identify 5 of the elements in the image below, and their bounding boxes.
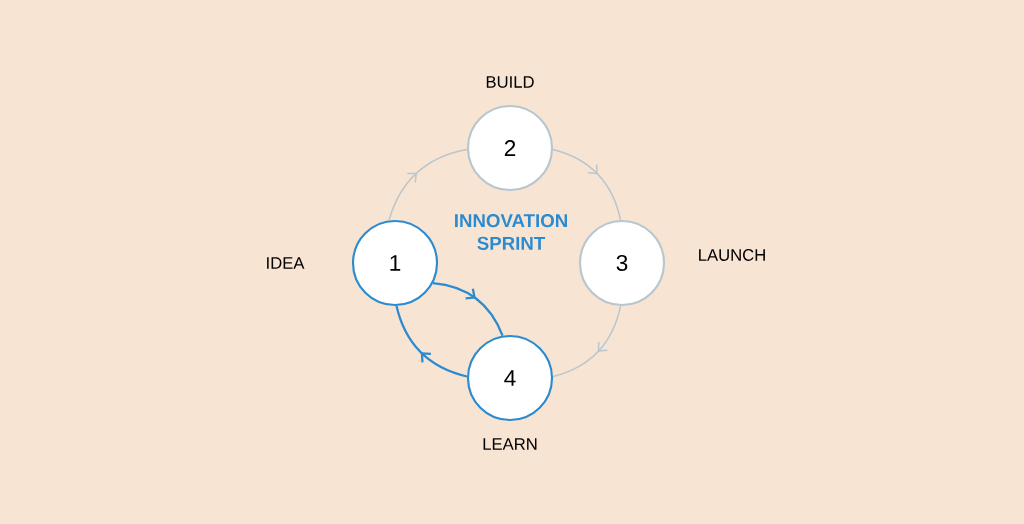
step-label: LAUNCH — [699, 249, 765, 261]
step-label: BUILD — [486, 76, 534, 88]
step-label: IDEA — [267, 257, 305, 269]
center-title: INNOVATION SPRINT — [455, 214, 567, 250]
step-label: LEARN — [483, 438, 537, 450]
